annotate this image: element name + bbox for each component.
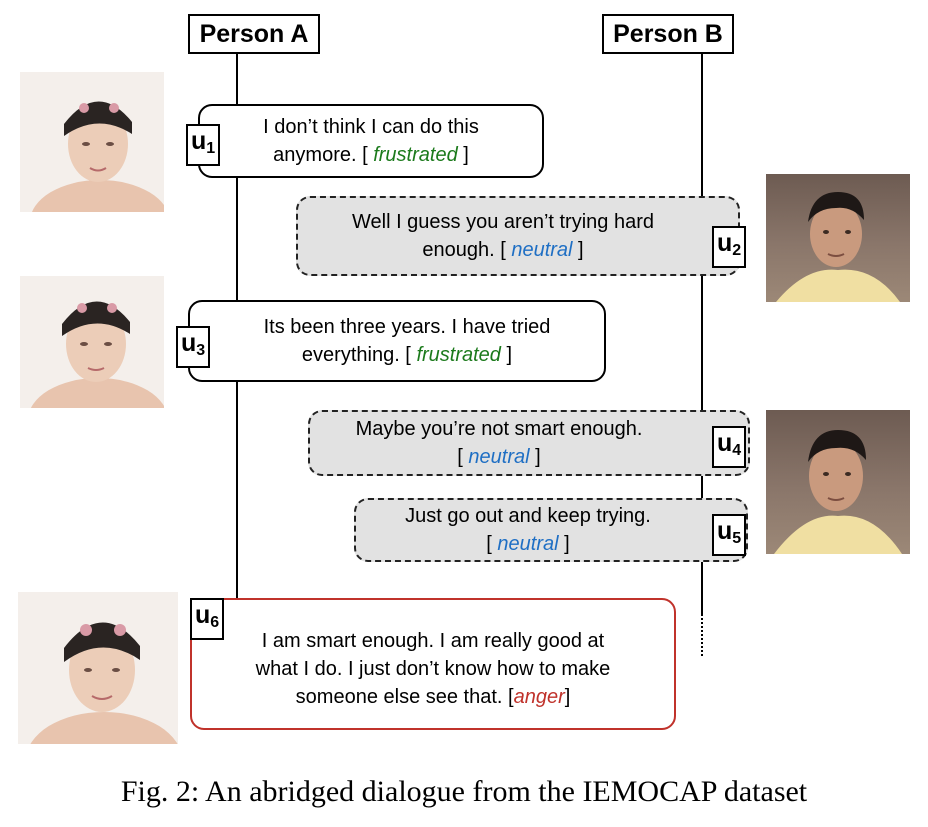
utterance-tag-u2: u2	[712, 226, 747, 268]
utterance-text: everything. [	[301, 344, 417, 366]
man-face-icon	[774, 430, 902, 554]
person-b-photo	[766, 410, 910, 554]
figure-caption: Fig. 2: An abridged dialogue from the IE…	[120, 775, 808, 808]
utterance-text: Its been three years. I have tried	[263, 316, 551, 338]
utterance-tag-letter: u	[717, 517, 733, 545]
utterance-tag-u4: u4	[712, 426, 747, 468]
utterance-tag-u6: u6	[190, 598, 225, 640]
person-b-lifeline-continuation	[701, 614, 703, 656]
utterance-tag-u5: u5	[712, 514, 747, 556]
man-face-icon	[776, 192, 900, 302]
utterance-tag-letter: u	[717, 429, 733, 457]
utterance-text: someone else see that. [	[295, 686, 514, 708]
utterance-tag-u3: u3	[176, 326, 211, 368]
utterance-text: Just go out and keep trying.	[405, 505, 651, 527]
utterance-text: anymore. [	[273, 144, 374, 166]
person-a-photo	[18, 592, 178, 744]
utterance-tag-index: 5	[732, 530, 742, 547]
utterance-bubble-u3: Its been three years. I have tried every…	[188, 300, 606, 382]
person-a-label: Person A	[188, 14, 320, 54]
utterance-text: ]	[558, 533, 570, 555]
utterance-tag-letter: u	[191, 127, 207, 155]
person-a-photo	[20, 72, 164, 212]
emotion-label-neutral: neutral	[468, 446, 530, 468]
emotion-label-frustrated: frustrated	[416, 344, 501, 366]
person-b-label: Person B	[602, 14, 734, 54]
utterance-bubble-u4: Maybe you’re not smart enough. [ neutral…	[308, 410, 750, 476]
utterance-text: ]	[564, 686, 571, 708]
utterance-tag-index: 1	[206, 140, 216, 157]
emotion-label-anger: anger	[513, 686, 565, 708]
utterance-tag-letter: u	[195, 601, 211, 629]
utterance-text: [	[457, 446, 469, 468]
emotion-label-frustrated: frustrated	[373, 144, 458, 166]
utterance-text: what I do. I just don’t know how to make	[255, 658, 611, 680]
utterance-text: ]	[457, 144, 469, 166]
utterance-tag-letter: u	[181, 329, 197, 357]
emotion-label-neutral: neutral	[511, 239, 573, 261]
person-a-photo	[20, 276, 164, 408]
person-b-photo	[766, 174, 910, 302]
utterance-bubble-u6: I am smart enough. I am really good at w…	[190, 598, 676, 730]
woman-face-icon	[30, 622, 178, 744]
utterance-text: ]	[500, 344, 513, 366]
utterance-text: I don’t think I can do this	[263, 116, 479, 138]
utterance-tag-index: 2	[732, 242, 742, 259]
utterance-tag-index: 6	[210, 614, 220, 631]
utterance-bubble-u1: I don’t think I can do this anymore. [ f…	[198, 104, 544, 178]
utterance-text: I am smart enough. I am really good at	[261, 630, 605, 652]
utterance-text: enough. [	[422, 239, 512, 261]
utterance-tag-u1: u1	[186, 124, 221, 166]
utterance-tag-letter: u	[717, 229, 733, 257]
woman-face-icon	[30, 301, 164, 408]
utterance-text: [	[486, 533, 498, 555]
utterance-text: Well I guess you aren’t trying hard	[351, 211, 654, 233]
utterance-tag-index: 4	[732, 442, 742, 459]
utterance-text: ]	[572, 239, 584, 261]
utterance-text: ]	[529, 446, 541, 468]
emotion-label-neutral: neutral	[497, 533, 559, 555]
utterance-bubble-u5: Just go out and keep trying. [ neutral ]	[354, 498, 748, 562]
woman-face-icon	[32, 101, 164, 212]
utterance-tag-index: 3	[196, 342, 206, 359]
utterance-text: Maybe you’re not smart enough.	[355, 418, 643, 440]
utterance-bubble-u2: Well I guess you aren’t trying hard enou…	[296, 196, 740, 276]
person-b-lifeline	[701, 54, 703, 614]
